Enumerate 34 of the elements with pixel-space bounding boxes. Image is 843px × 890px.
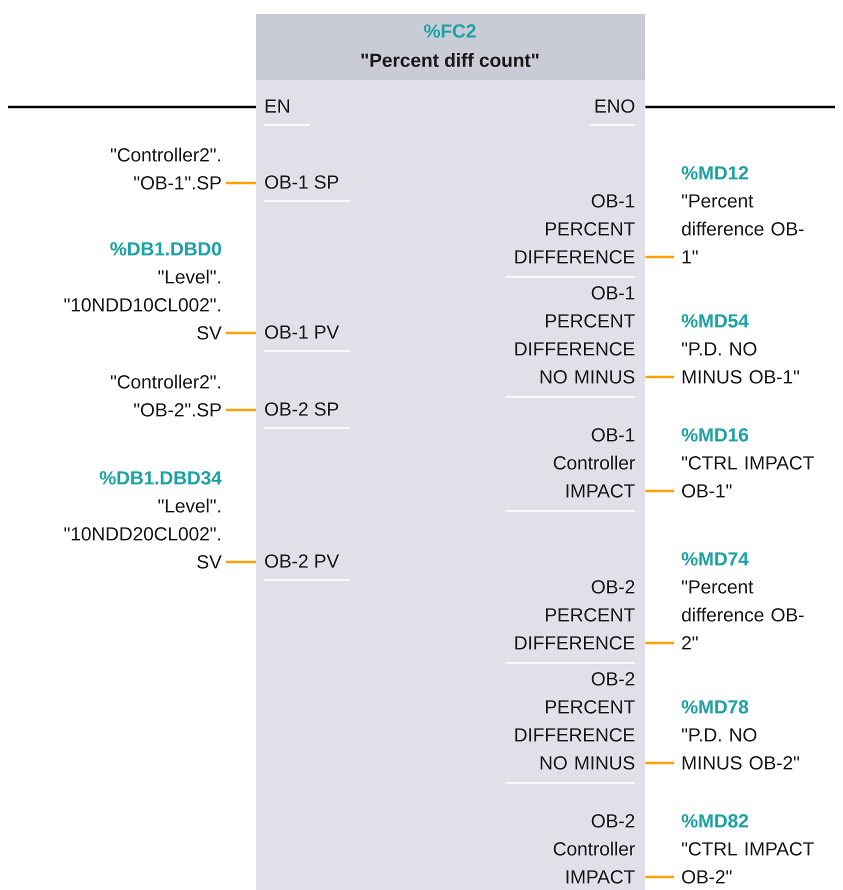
pin-label: OB-2 PERCENT DIFFERENCE NO MINUS: [515, 672, 635, 770]
wire: [645, 762, 674, 764]
operand-label: "Controller2". "OB-2".SP: [110, 374, 221, 417]
pin-label: OB-1 Controller IMPACT: [554, 428, 635, 498]
pin-label: OB-2 SP: [265, 402, 338, 416]
wire: [645, 490, 674, 492]
wire: [645, 876, 674, 878]
wire: [226, 560, 256, 564]
operand-label: "Controller2". "OB-1".SP: [110, 148, 221, 190]
pin-label: OB-1 PERCENT DIFFERENCE NO MINUS: [515, 286, 635, 384]
wire: [645, 106, 835, 108]
pin-label: OB-1 PERCENT DIFFERENCE: [515, 194, 635, 264]
wire: [645, 642, 674, 644]
pin-label: OB-2 Controller IMPACT: [554, 814, 635, 884]
wire: [8, 106, 256, 108]
pin-label: OB-1 SP: [265, 175, 338, 189]
operand-label: %MD54 "P.D. NO MINUS OB-1": [682, 314, 800, 384]
wire: [645, 256, 674, 258]
operand-label: %DB1.DBD34 "Level". "10NDD20CL002". SV: [64, 471, 222, 569]
operand-label: %MD82 "CTRL IMPACT OB-2": [682, 814, 814, 884]
operand-label: %MD16 "CTRL IMPACT OB-1": [682, 428, 814, 498]
operand-label: %MD12 "Percent difference OB-1": [682, 166, 804, 264]
wire: [645, 376, 674, 378]
operand-label: %MD74 "Percent difference OB-2": [682, 552, 804, 650]
wire: [226, 408, 256, 412]
pin-label: EN: [266, 100, 290, 113]
operand-label: %DB1.DBD0 "Level". "10NDD10CL002". SV: [64, 242, 222, 340]
pin-label: ENO: [596, 99, 634, 113]
wire: [226, 182, 256, 184]
operand-label: %MD78 "P.D. NO MINUS OB-2": [682, 700, 800, 770]
pin-label: OB-2 PV: [265, 554, 340, 568]
wire: [226, 332, 256, 334]
pin-label: OB-2 PERCENT DIFFERENCE: [515, 580, 635, 650]
pin-label: OB-1 PV: [265, 325, 340, 339]
